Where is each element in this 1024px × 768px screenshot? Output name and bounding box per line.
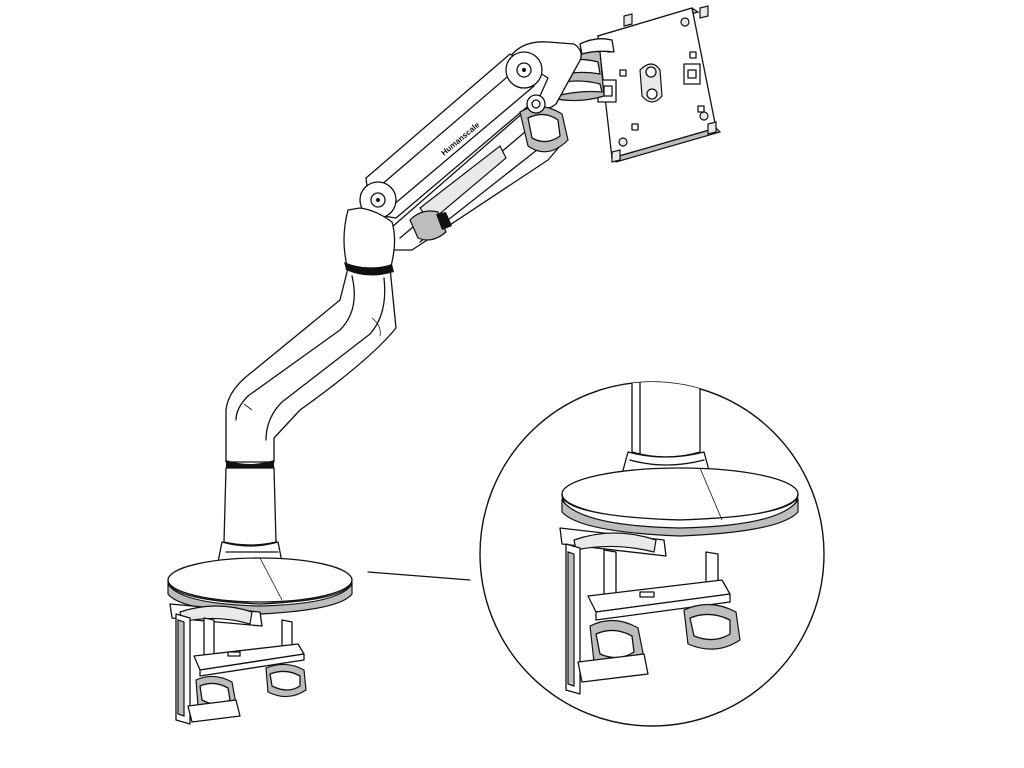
- desk-clamp: [167, 557, 353, 725]
- post: [217, 467, 283, 569]
- magnified-clamp: [559, 382, 799, 695]
- upper-arm: Humanscale: [359, 41, 582, 251]
- vesa-mount-plate: [596, 5, 722, 163]
- detail-magnifier: [479, 381, 825, 727]
- detail-leader-line: [367, 571, 471, 581]
- lower-arm: [225, 207, 397, 471]
